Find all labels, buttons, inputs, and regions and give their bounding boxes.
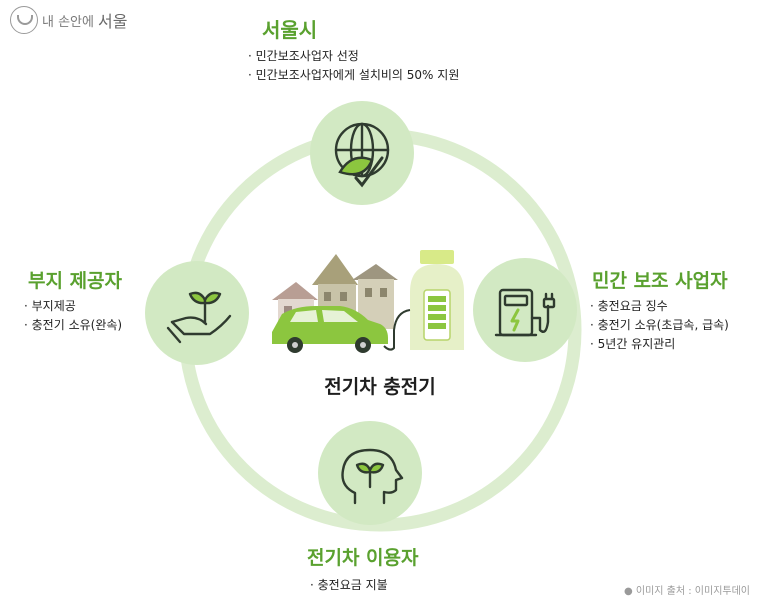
logo-text-small: 내 손안에 [42,14,94,30]
charging-station-illustration [383,250,464,351]
right-bullet: 충전기 소유(초급속, 급속) [590,316,729,335]
logo-text-large: 서울 [97,12,128,31]
hand-plant-icon [166,291,232,344]
seoul-logo: 내 손안에 서울 [10,6,127,34]
top-bullet: 민간보조사업자 선정 [248,47,459,66]
bottom-title: 전기차 이용자 [307,547,419,569]
car-illustration [272,306,388,353]
node-left [145,261,249,365]
bottom-bullet: 충전요금 지불 [310,576,388,595]
right-bullet: 충전요금 징수 [590,297,729,316]
top-bullet: 민간보조사업자에게 설치비의 50% 지원 [248,66,460,85]
right-title: 민간 보조 사업자 [592,270,728,292]
ev-house-charger-icon [272,250,464,353]
globe-leaf-icon [334,122,390,188]
right-bullets: 충전요금 징수 충전기 소유(초급속, 급속) 5년간 유지관리 [590,297,729,354]
top-bullets: 민간보조사업자 선정 민간보조사업자에게 설치비의 50% 지원 [248,47,460,85]
left-title: 부지 제공자 [28,270,123,292]
seoul-logo-icon [10,6,38,34]
node-bottom [318,421,422,525]
hub-label: 전기차 충전기 [324,376,436,398]
left-bullet: 충전기 소유(완속) [24,316,122,335]
bottom-bullets: 충전요금 지불 [310,576,388,595]
right-bullet: 5년간 유지관리 [590,335,729,354]
head-sprout-icon [341,448,404,505]
node-top [310,101,414,205]
left-bullet: 부지제공 [24,297,122,316]
ev-charger-icon [494,288,556,337]
image-source: ● 이미지 출처 : 이미지투데이 [623,586,750,597]
top-title: 서울시 [262,18,318,42]
node-right [473,258,577,362]
left-bullets: 부지제공 충전기 소유(완속) [24,297,122,335]
